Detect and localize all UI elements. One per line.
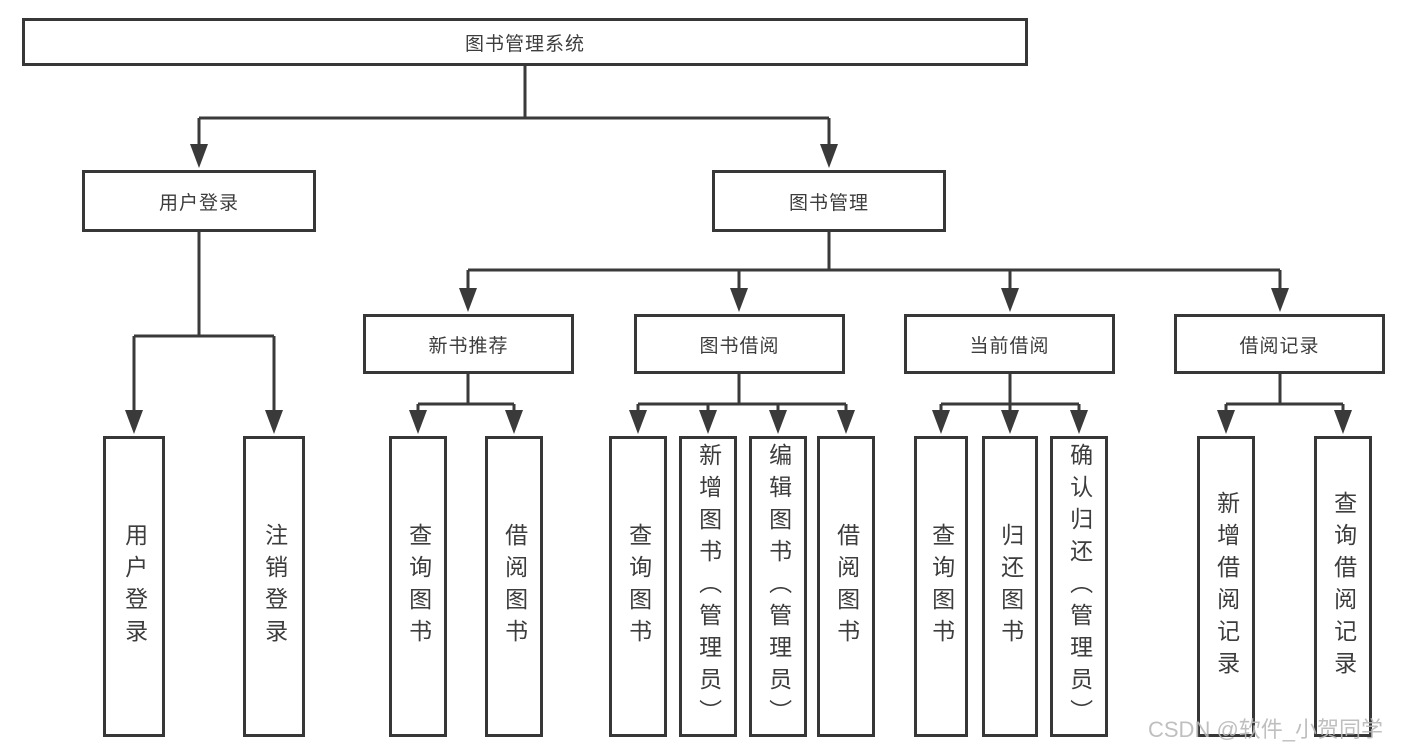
leaf-add-borrow-record: 新增借阅记录 — [1197, 436, 1255, 737]
node-label: 新书推荐 — [428, 335, 509, 357]
leaf-return-books: 归还图书 — [982, 436, 1038, 737]
node-label: 当前借阅 — [969, 335, 1050, 357]
leaf-user-login: 用户登录 — [103, 436, 165, 737]
node-label: 查询图书 — [625, 522, 652, 651]
leaf-borrow-books: 借阅图书 — [817, 436, 875, 737]
leaf-query-books-recommend: 查询图书 — [389, 436, 447, 737]
node-label: 查询图书 — [928, 522, 955, 651]
arrowheads — [125, 144, 1352, 434]
node-borrow-records: 借阅记录 — [1174, 314, 1385, 374]
node-root-system: 图书管理系统 — [22, 18, 1028, 66]
node-new-book-recommend: 新书推荐 — [363, 314, 574, 374]
node-label: 用户登录 — [121, 522, 148, 651]
node-label: 查询图书 — [405, 522, 432, 651]
leaf-add-books-admin: 新增图书（管理员） — [679, 436, 737, 737]
leaf-query-borrow-record: 查询借阅记录 — [1314, 436, 1372, 737]
node-label: 借阅图书 — [501, 522, 528, 651]
leaf-borrow-books-recommend: 借阅图书 — [485, 436, 543, 737]
node-label: 借阅记录 — [1239, 335, 1320, 357]
node-label: 借阅图书 — [833, 522, 860, 651]
leaf-query-books-current: 查询图书 — [914, 436, 968, 737]
node-label: 确认归还（管理员） — [1066, 442, 1093, 731]
node-label: 新增借阅记录 — [1213, 490, 1240, 683]
node-label: 新增图书（管理员） — [695, 442, 722, 731]
leaf-logout: 注销登录 — [243, 436, 305, 737]
node-label: 图书管理 — [788, 192, 869, 214]
node-label: 查询借阅记录 — [1330, 490, 1357, 683]
tree-edges — [132, 66, 1345, 412]
node-label: 编辑图书（管理员） — [765, 442, 792, 731]
node-user-login: 用户登录 — [82, 170, 316, 232]
node-current-borrowing: 当前借阅 — [904, 314, 1115, 374]
leaf-query-books-borrowing: 查询图书 — [609, 436, 667, 737]
node-book-borrowing: 图书借阅 — [634, 314, 845, 374]
leaf-edit-books-admin: 编辑图书（管理员） — [749, 436, 807, 737]
leaf-confirm-return-admin: 确认归还（管理员） — [1050, 436, 1108, 737]
node-label: 归还图书 — [997, 522, 1024, 651]
node-label: 用户登录 — [158, 192, 239, 214]
csdn-watermark: CSDN @软件_小贺同学 — [1148, 717, 1384, 742]
node-label: 注销登录 — [261, 522, 288, 651]
node-label: 图书管理系统 — [464, 33, 585, 55]
node-book-management: 图书管理 — [712, 170, 946, 232]
node-label: 图书借阅 — [699, 335, 780, 357]
